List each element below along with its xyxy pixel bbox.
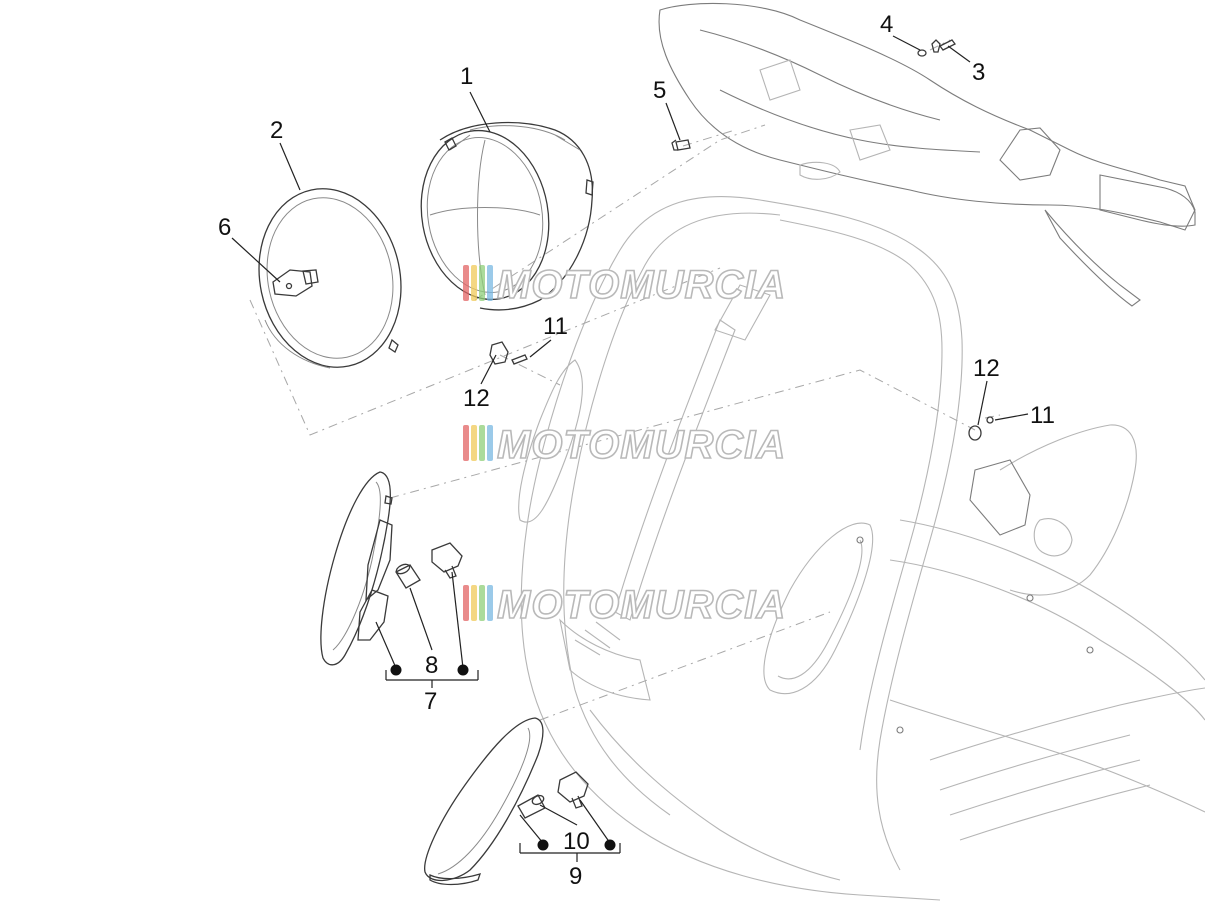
callout-12-right: 12 (973, 355, 1000, 382)
callout-12-left: 12 (463, 385, 490, 412)
callout-2: 2 (270, 117, 283, 144)
left-bulb-and-socket (395, 542, 463, 589)
callout-labels: 1 2 3 4 5 6 7 8 9 10 11 11 12 12 (218, 11, 1055, 890)
watermark-stripes (463, 425, 493, 461)
left-turn-signal (320, 471, 393, 666)
callout-11-right: 11 (1030, 402, 1055, 429)
callout-1: 1 (460, 63, 473, 90)
watermark-text: MOTOMURCIA (497, 583, 786, 627)
screw-part-5 (671, 139, 691, 151)
watermark-bottom: MOTOMURCIA (463, 582, 786, 628)
watermark-stripes (463, 265, 493, 301)
callout-6: 6 (218, 214, 231, 241)
clip-screw-left (489, 341, 528, 365)
watermark-text: MOTOMURCIA (497, 263, 786, 307)
callout-bullets (390, 664, 616, 851)
watermark-text: MOTOMURCIA (497, 423, 786, 467)
callout-leader-lines (231, 35, 1029, 862)
callout-3: 3 (972, 59, 985, 86)
callout-8: 8 (425, 652, 438, 679)
headlamp-unit (420, 121, 594, 311)
callout-10: 10 (563, 828, 590, 855)
clip-screw-right (968, 416, 994, 441)
watermark-top: MOTOMURCIA (463, 262, 786, 308)
watermark-middle: MOTOMURCIA (463, 422, 786, 468)
headlamp-rim (258, 188, 402, 369)
assembly-guide-lines (249, 39, 1001, 721)
scooter-body-drawing (518, 2, 1205, 901)
callout-9: 9 (569, 863, 582, 890)
callout-5: 5 (653, 77, 666, 104)
callout-4: 4 (880, 11, 893, 38)
callout-11-left: 11 (543, 313, 568, 340)
screw-and-washer-top (917, 39, 956, 57)
callout-7: 7 (424, 688, 437, 715)
watermark-stripes (463, 585, 493, 621)
right-turn-signal (424, 717, 544, 886)
rim-clip (272, 269, 319, 297)
